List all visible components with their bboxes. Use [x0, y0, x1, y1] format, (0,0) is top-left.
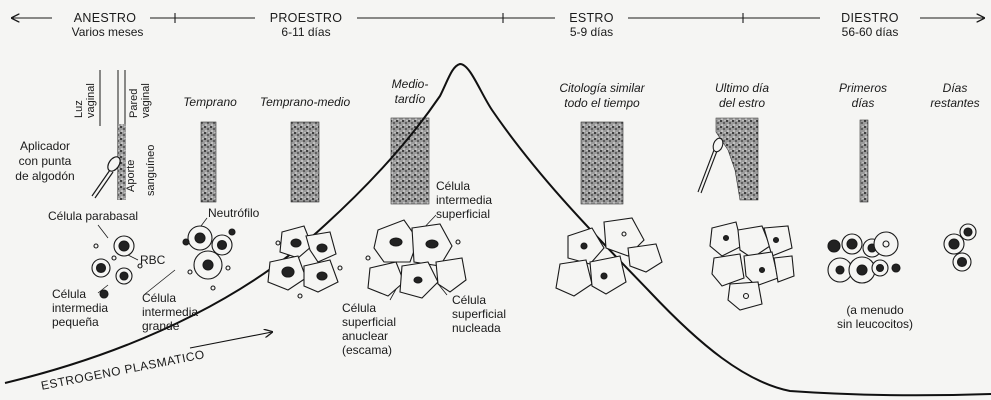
- label-anuc-3: anuclear: [342, 330, 388, 343]
- tissue-citologia: [581, 122, 623, 204]
- label-neutrofilo: Neutrófilo: [208, 207, 259, 220]
- stage-citologia-2: todo el tiempo: [532, 97, 672, 110]
- label-nuc-3: nucleada: [452, 322, 501, 335]
- label-int-peq-3: pequeña: [52, 316, 99, 329]
- tissue-medio-tardio: [391, 118, 429, 204]
- cells-primeros: [828, 232, 900, 283]
- tissue-ultimo-dia: [716, 118, 758, 200]
- label-int-gr-2: intermedia: [142, 306, 198, 319]
- phase-diestro-duration: 56-60 días: [815, 26, 925, 39]
- label-int-peq-1: Célula: [52, 288, 86, 301]
- label-int-peq-2: intermedia: [52, 302, 108, 315]
- phase-anestro: ANESTRO: [60, 12, 150, 25]
- phase-proestro: PROESTRO: [255, 12, 357, 25]
- cells-estro: [556, 218, 662, 296]
- label-anuc-1: Célula: [342, 302, 376, 315]
- phase-anestro-duration: Varios meses: [55, 26, 160, 39]
- tissue-temprano-medio: [291, 122, 319, 202]
- label-leuco-2: sin leucocitos): [820, 318, 930, 331]
- applicator-estro-icon: [698, 137, 725, 193]
- label-parabasal: Célula parabasal: [48, 210, 138, 223]
- label-aplicador-2: con punta: [0, 155, 90, 168]
- stage-medio-tardio-2: tardío: [380, 93, 440, 106]
- label-aplicador-3: de algodón: [0, 170, 90, 183]
- stage-restantes-2: restantes: [922, 97, 988, 110]
- phase-diestro: DIESTRO: [820, 12, 920, 25]
- cells-medio-tardio: [366, 220, 466, 298]
- stage-medio-tardio-1: Medio-: [380, 78, 440, 91]
- label-aporte: Aporte: [126, 160, 137, 192]
- label-luz: Luz: [74, 100, 85, 118]
- estrogen-curve: [5, 64, 991, 395]
- tissue-temprano: [201, 122, 216, 202]
- label-pared-2: vaginal: [141, 83, 152, 118]
- label-aplicador-1: Aplicador: [0, 140, 90, 153]
- cells-anestro: [92, 236, 142, 298]
- estrogen-label-arrow: [190, 332, 272, 348]
- label-aporte-2: sanguíneo: [146, 145, 157, 196]
- stage-ultimo-2: del estro: [690, 97, 794, 110]
- label-int-sup-3: superficial: [436, 208, 490, 221]
- label-nuc-2: superficial: [452, 308, 506, 321]
- label-pared: Pared: [129, 89, 140, 118]
- stage-temprano-medio: Temprano-medio: [250, 96, 360, 109]
- stage-primeros-2: días: [818, 97, 908, 110]
- label-luz-2: vaginal: [86, 83, 97, 118]
- label-int-gr-1: Célula: [142, 292, 176, 305]
- label-rbc: RBC: [140, 254, 165, 267]
- label-nuc-1: Célula: [452, 294, 486, 307]
- label-leuco-1: (a menudo: [820, 304, 930, 317]
- stage-citologia-1: Citología similar: [532, 82, 672, 95]
- cells-temprano-medio: [268, 226, 342, 298]
- stage-temprano: Temprano: [168, 96, 252, 109]
- label-int-sup-1: Célula: [436, 180, 470, 193]
- stage-restantes-1: Días: [922, 82, 988, 95]
- phase-estro-duration: 5-9 días: [555, 26, 628, 39]
- phase-proestro-duration: 6-11 días: [255, 26, 357, 39]
- label-int-sup-2: intermedia: [436, 194, 492, 207]
- label-anuc-4: (escama): [342, 344, 392, 357]
- label-anuc-2: superficial: [342, 316, 396, 329]
- phase-estro: ESTRO: [555, 12, 628, 25]
- stage-ultimo-1: Ultimo día: [690, 82, 794, 95]
- cells-restantes: [944, 224, 976, 271]
- tissue-primeros: [860, 120, 868, 202]
- stage-primeros-1: Primeros: [818, 82, 908, 95]
- cells-ultimo-dia: [710, 222, 794, 310]
- cells-temprano: [183, 226, 235, 290]
- label-int-gr-3: grande: [142, 320, 179, 333]
